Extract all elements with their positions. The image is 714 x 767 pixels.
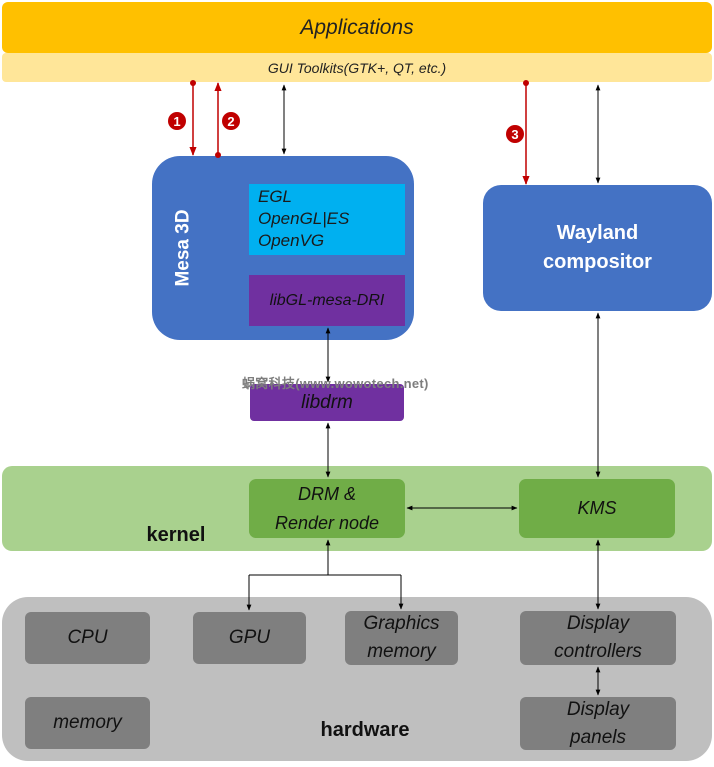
wayland-label-line1: Wayland	[556, 222, 639, 244]
memory-block: memory	[25, 697, 150, 749]
gpu-block: GPU	[193, 612, 306, 664]
display-panels-block: Display panels	[520, 697, 676, 750]
libdrm-block: libdrm	[250, 384, 404, 421]
display-controllers-block: Display controllers	[520, 611, 676, 665]
libgl-mesa-dri-label: libGL-mesa-DRI	[269, 291, 385, 309]
badge-2: 2	[222, 112, 240, 130]
applications-label: Applications	[300, 15, 414, 39]
wayland-compositor-block: Wayland compositor	[483, 185, 712, 311]
badge-1-text: 1	[173, 114, 180, 129]
libdrm-label: libdrm	[301, 391, 353, 413]
display-panels-line2: panels	[570, 726, 626, 748]
kernel-label: kernel	[146, 523, 206, 546]
watermark: 蜗窝科技(www.wowotech.net)	[242, 376, 429, 391]
api-openvg: OpenVG	[258, 231, 325, 250]
drm-render-node-block: DRM & Render node	[249, 479, 405, 538]
libgl-mesa-dri-block: libGL-mesa-DRI	[249, 275, 405, 326]
gui-toolkits-layer: GUI Toolkits(GTK+, QT, etc.)	[2, 53, 712, 82]
cpu-label: CPU	[67, 627, 108, 648]
gui-toolkits-label: GUI Toolkits(GTK+, QT, etc.)	[267, 59, 447, 76]
graphics-memory-line2: memory	[367, 641, 436, 662]
badge-3-text: 3	[511, 127, 518, 142]
api-opengl-es: OpenGL|ES	[258, 209, 350, 228]
graphics-memory-line1: Graphics	[363, 613, 440, 634]
gpu-label: GPU	[228, 627, 271, 648]
display-controllers-line1: Display	[566, 613, 630, 634]
display-panels-line1: Display	[566, 698, 630, 720]
graphics-memory-block: Graphics memory	[345, 611, 458, 665]
kms-block: KMS	[519, 479, 675, 538]
applications-layer: Applications	[2, 2, 712, 53]
memory-label: memory	[53, 712, 122, 733]
wayland-label-line2: compositor	[543, 251, 652, 273]
api-box: EGL OpenGL|ES OpenVG	[249, 184, 405, 255]
display-controllers-line2: controllers	[554, 641, 642, 662]
drm-label-line1: DRM &	[298, 483, 356, 504]
badge-1: 1	[168, 112, 186, 130]
cpu-block: CPU	[25, 612, 150, 664]
drm-label-line2: Render node	[274, 512, 380, 533]
api-egl: EGL	[258, 187, 293, 206]
badge-3: 3	[506, 125, 524, 143]
hardware-label: hardware	[320, 718, 410, 741]
kms-label: KMS	[577, 498, 617, 518]
badge-2-text: 2	[227, 114, 234, 129]
